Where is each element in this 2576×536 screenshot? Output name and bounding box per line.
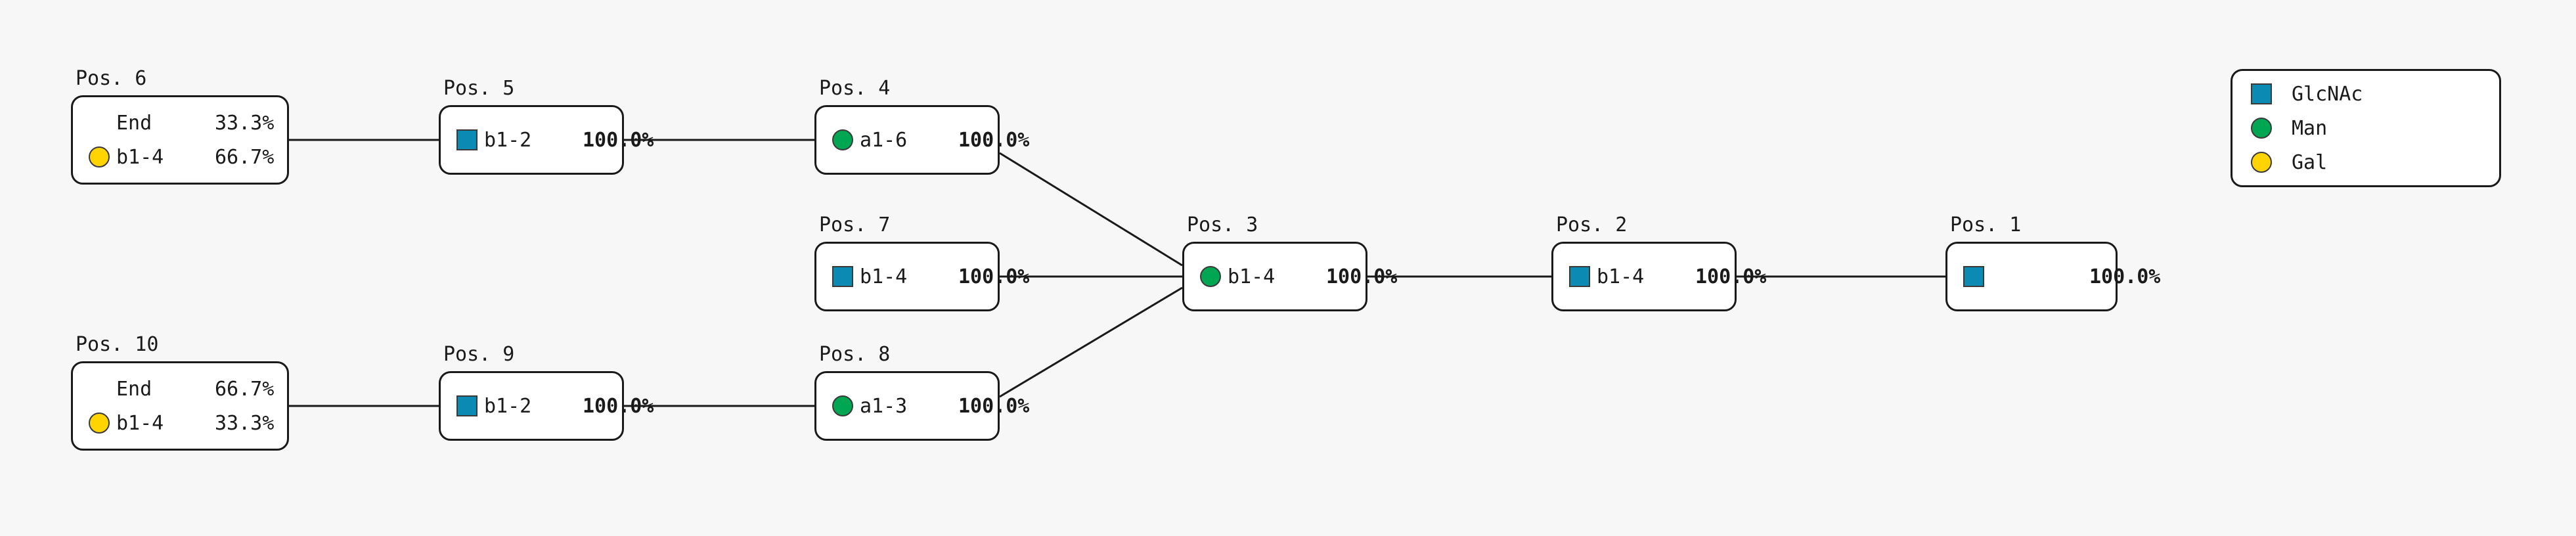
percentage-value: 33.3%: [215, 111, 275, 135]
node-pos5[interactable]: Pos. 5 b1-2 100.0%: [439, 77, 654, 175]
position-label-pos7: Pos. 7: [819, 213, 891, 236]
node-pos7[interactable]: Pos. 7 b1-4 100.0%: [814, 213, 1029, 311]
node-pos9[interactable]: Pos. 9 b1-2 100.0%: [439, 343, 654, 441]
residue-shape-cell: [82, 410, 116, 436]
percentage-value: 66.7%: [215, 145, 275, 169]
percentage-value: 100.0%: [958, 128, 1030, 152]
position-label-pos10: Pos. 10: [76, 333, 159, 356]
linkage-label: b1-2: [484, 394, 532, 418]
no-residue-icon: [89, 112, 110, 133]
legend-item-label: GlcNAc: [2292, 82, 2363, 106]
residue-row: a1-3 100.0%: [816, 389, 1029, 423]
residue-row: b1-4 33.3%: [73, 406, 287, 440]
residue-shape-cell: [1957, 263, 1991, 290]
GlcNAc-square-icon: [456, 129, 477, 150]
Gal-circle-icon: [89, 413, 110, 434]
position-label-pos8: Pos. 8: [819, 343, 891, 366]
edge-pos8-to-pos3: [999, 286, 1183, 398]
node-pos4[interactable]: Pos. 4 a1-6 100.0%: [814, 77, 1029, 175]
percentage-value: 100.0%: [2089, 265, 2161, 288]
linkage-label: b1-2: [484, 128, 532, 152]
percentage-value: 100.0%: [958, 265, 1030, 288]
legend-item-glcnac: GlcNAc: [2232, 77, 2499, 111]
node-pos1[interactable]: Pos. 1 100.0%: [1945, 213, 2160, 311]
GlcNAc-square-icon: [456, 395, 477, 416]
residue-row: 100.0%: [1947, 259, 2160, 294]
legend-item-man: Man: [2232, 111, 2499, 145]
percentage-value: 100.0%: [1695, 265, 1767, 288]
residue-row: b1-4 66.7%: [73, 140, 287, 174]
position-label-pos3: Pos. 3: [1187, 213, 1258, 236]
percentage-value: 100.0%: [1326, 265, 1398, 288]
Gal-circle-icon: [89, 146, 110, 168]
GlcNAc-square-icon: [2251, 83, 2272, 104]
percentage-value: 33.3%: [215, 411, 275, 435]
node-pos8[interactable]: Pos. 8 a1-3 100.0%: [814, 343, 1029, 441]
Man-circle-icon: [2251, 118, 2272, 139]
residue-row: End 33.3%: [73, 106, 287, 140]
node-pos3[interactable]: Pos. 3 b1-4 100.0%: [1182, 213, 1397, 311]
GlcNAc-square-icon: [1569, 266, 1590, 287]
residue-row: b1-4 100.0%: [1184, 259, 1397, 294]
position-label-pos4: Pos. 4: [819, 77, 891, 100]
GlcNAc-square-icon: [1963, 266, 1984, 287]
position-label-pos5: Pos. 5: [443, 77, 515, 100]
percentage-value: 100.0%: [583, 128, 654, 152]
linkage-label: a1-3: [860, 394, 908, 418]
node-pos6[interactable]: Pos. 6 End 33.3% b1-4 66.7%: [71, 67, 289, 185]
Man-circle-icon: [1200, 266, 1221, 287]
residue-row: End 66.7%: [73, 372, 287, 406]
node-pos10[interactable]: Pos. 10 End 66.7% b1-4 33.3%: [71, 333, 289, 451]
residue-row: b1-4 100.0%: [816, 259, 1029, 294]
residue-shape-cell: [1563, 263, 1597, 290]
linkage-label: b1-4: [860, 265, 908, 288]
residue-shape-cell: [826, 263, 860, 290]
residue-shape-cell: [82, 110, 116, 136]
linkage-label: End: [116, 111, 152, 135]
linkage-label: b1-4: [116, 145, 164, 169]
residue-shape-cell: [826, 127, 860, 153]
residue-shape-cell: [82, 376, 116, 402]
Man-circle-icon: [832, 129, 853, 150]
edge-pos4-to-pos3: [999, 152, 1183, 267]
linkage-label: b1-4: [1597, 265, 1645, 288]
position-label-pos6: Pos. 6: [76, 67, 147, 90]
residue-shape-cell: [1193, 263, 1228, 290]
legend-item-gal: Gal: [2232, 145, 2499, 179]
Gal-circle-icon: [2251, 152, 2272, 173]
position-label-pos1: Pos. 1: [1950, 213, 2022, 236]
residue-row: b1-2 100.0%: [441, 123, 654, 157]
node-pos2[interactable]: Pos. 2 b1-4 100.0%: [1551, 213, 1766, 311]
linkage-label: End: [116, 377, 152, 401]
residue-row: b1-2 100.0%: [441, 389, 654, 423]
position-label-pos2: Pos. 2: [1556, 213, 1628, 236]
residue-shape-cell: [82, 144, 116, 170]
residue-shape-cell: [826, 393, 860, 419]
percentage-value: 66.7%: [215, 377, 275, 401]
linkage-label: b1-4: [1228, 265, 1276, 288]
linkage-label: a1-6: [860, 128, 908, 152]
residue-shape-cell: [450, 127, 484, 153]
position-label-pos9: Pos. 9: [443, 343, 515, 366]
residue-row: b1-4 100.0%: [1553, 259, 1766, 294]
percentage-value: 100.0%: [958, 394, 1030, 418]
Man-circle-icon: [832, 395, 853, 416]
legend-item-label: Gal: [2292, 150, 2328, 174]
GlcNAc-square-icon: [832, 266, 853, 287]
residue-row: a1-6 100.0%: [816, 123, 1029, 157]
residue-shape-cell: [450, 393, 484, 419]
percentage-value: 100.0%: [583, 394, 654, 418]
legend-item-label: Man: [2292, 116, 2328, 140]
linkage-label: b1-4: [116, 411, 164, 435]
no-residue-icon: [89, 378, 110, 399]
